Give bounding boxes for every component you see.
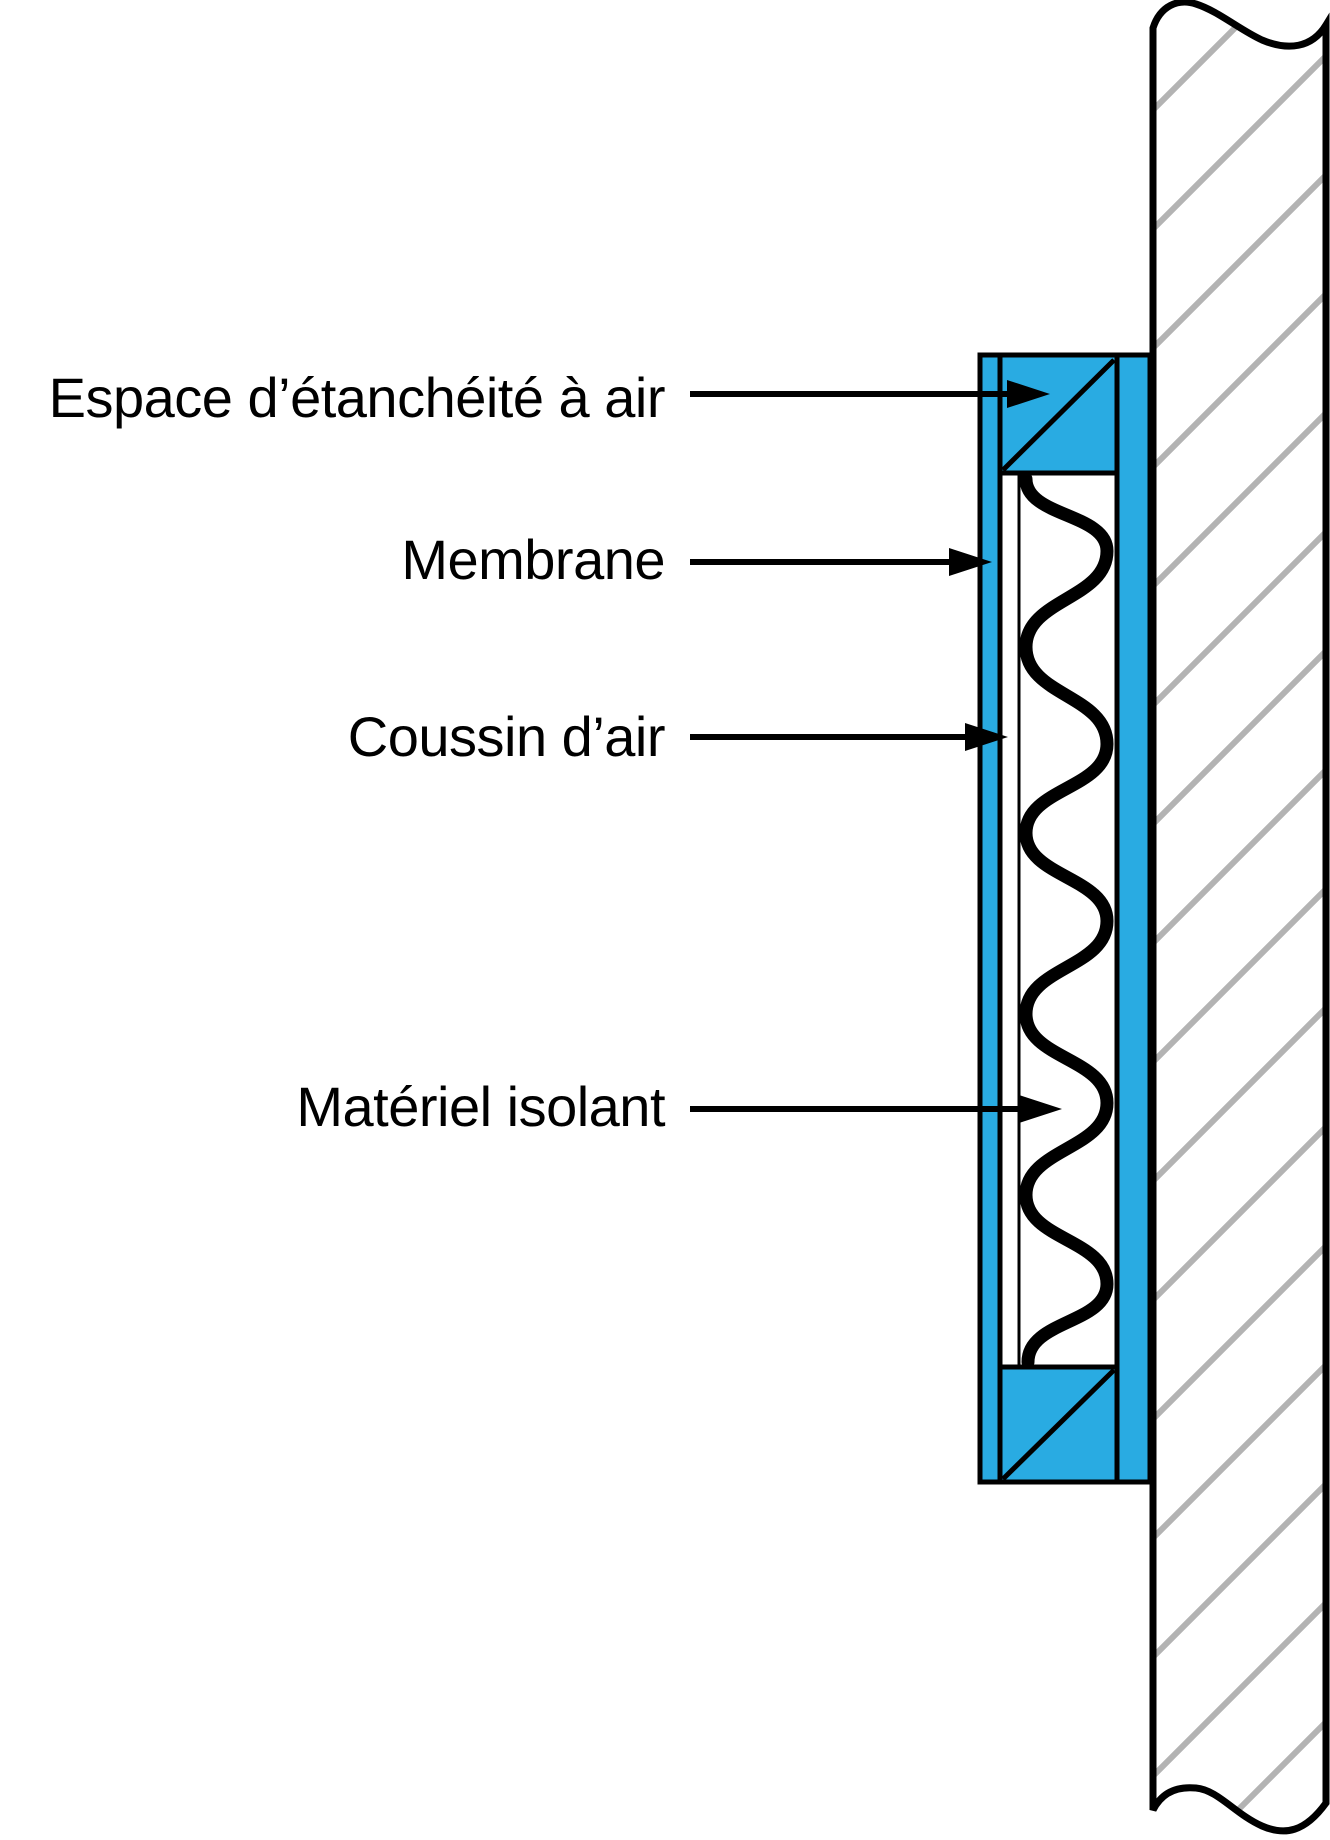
callout-arrows	[690, 380, 1062, 1123]
insulation-batt-wave	[1019, 472, 1114, 1369]
air-seal-block-bottom	[1001, 1368, 1116, 1481]
arrow-membrane	[690, 548, 992, 576]
masonry-wall	[1149, 0, 1330, 1835]
air-seal-block-top	[1001, 358, 1116, 472]
wall-outline	[1149, 0, 1330, 1835]
label-air-seal-space: Espace d’étanchéité à air	[48, 366, 666, 430]
label-membrane: Membrane	[401, 528, 665, 592]
arrow-air-cushion	[690, 723, 1008, 751]
insulated-panel-assembly	[977, 352, 1153, 1485]
arrow-air-seal-space	[690, 380, 1050, 408]
arrow-insulation	[690, 1095, 1062, 1123]
label-insulation-material: Matériel isolant	[296, 1075, 665, 1139]
label-air-cushion: Coussin d’air	[347, 705, 666, 769]
